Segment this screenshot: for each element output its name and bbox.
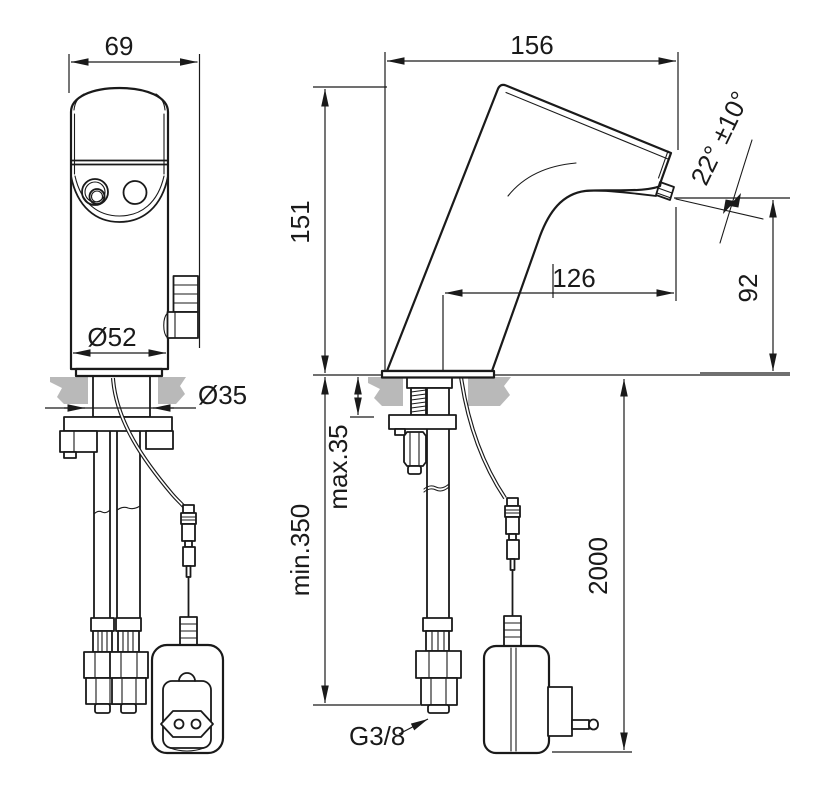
faucet-front-body (69, 86, 199, 378)
dim-outlet-height: 92 (674, 197, 790, 374)
aerator-front (81, 178, 109, 206)
counter-surface-side (313, 374, 790, 406)
plug-pin (571, 719, 590, 730)
dim-height-label: 151 (285, 200, 315, 243)
front-view: 69 Ø52 Ø35 (45, 31, 247, 755)
control-cable-side (459, 376, 599, 755)
dim-height: 151 (285, 86, 387, 373)
hose-fitting-side (415, 617, 462, 714)
dim-deck-thickness-label: max.35 (323, 424, 353, 509)
dim-spout-reach-label: 126 (552, 263, 595, 293)
control-cable-front (111, 377, 225, 755)
plug-body-side (547, 686, 573, 737)
side-view: 156 151 min.350 max.35 126 (285, 30, 790, 755)
base-plate-front (74, 367, 164, 378)
base-plate-side (380, 369, 496, 379)
dim-base-diameter: Ø52 (73, 322, 166, 357)
faucet-side-outline (385, 83, 673, 373)
dim-cable-length: 2000 (552, 379, 632, 753)
temp-adjust-knob (163, 275, 199, 339)
sensor-window (122, 180, 148, 205)
faucet-side-body (380, 83, 675, 379)
dim-outlet-angle-label: 22° ±10° (684, 86, 755, 189)
dim-hole-diameter: Ø35 (45, 380, 247, 412)
mounting-flange-side (388, 414, 457, 475)
dim-cable-length-label: 2000 (583, 537, 613, 595)
dim-deck-thickness: max.35 (323, 377, 374, 510)
dim-spout-reach: 126 (442, 207, 677, 371)
aerator-side (655, 181, 675, 201)
cable-connector-side (503, 497, 522, 647)
dim-clearance-min-label: min.350 (285, 504, 315, 597)
thread-callout-label: G3/8 (349, 721, 405, 751)
dim-length-label: 156 (510, 30, 553, 60)
counter-surface-front (50, 377, 186, 404)
dim-base-diameter-label: Ø52 (87, 322, 136, 352)
power-plug-front (150, 643, 225, 755)
thread-callout: G3/8 (349, 718, 429, 751)
dim-front-width: 69 (68, 31, 201, 348)
dim-hole-diameter-label: Ø35 (198, 380, 247, 410)
dim-clearance-min: min.350 (285, 377, 420, 706)
dim-outlet-height-label: 92 (733, 274, 763, 303)
power-adapter-side (482, 644, 599, 755)
cable-connector-front (179, 504, 198, 646)
dim-outlet-angle: 22° ±10° (675, 86, 764, 244)
dim-front-width-label: 69 (105, 31, 134, 61)
supply-hoses-front (83, 419, 149, 714)
dim-length: 156 (384, 30, 679, 370)
